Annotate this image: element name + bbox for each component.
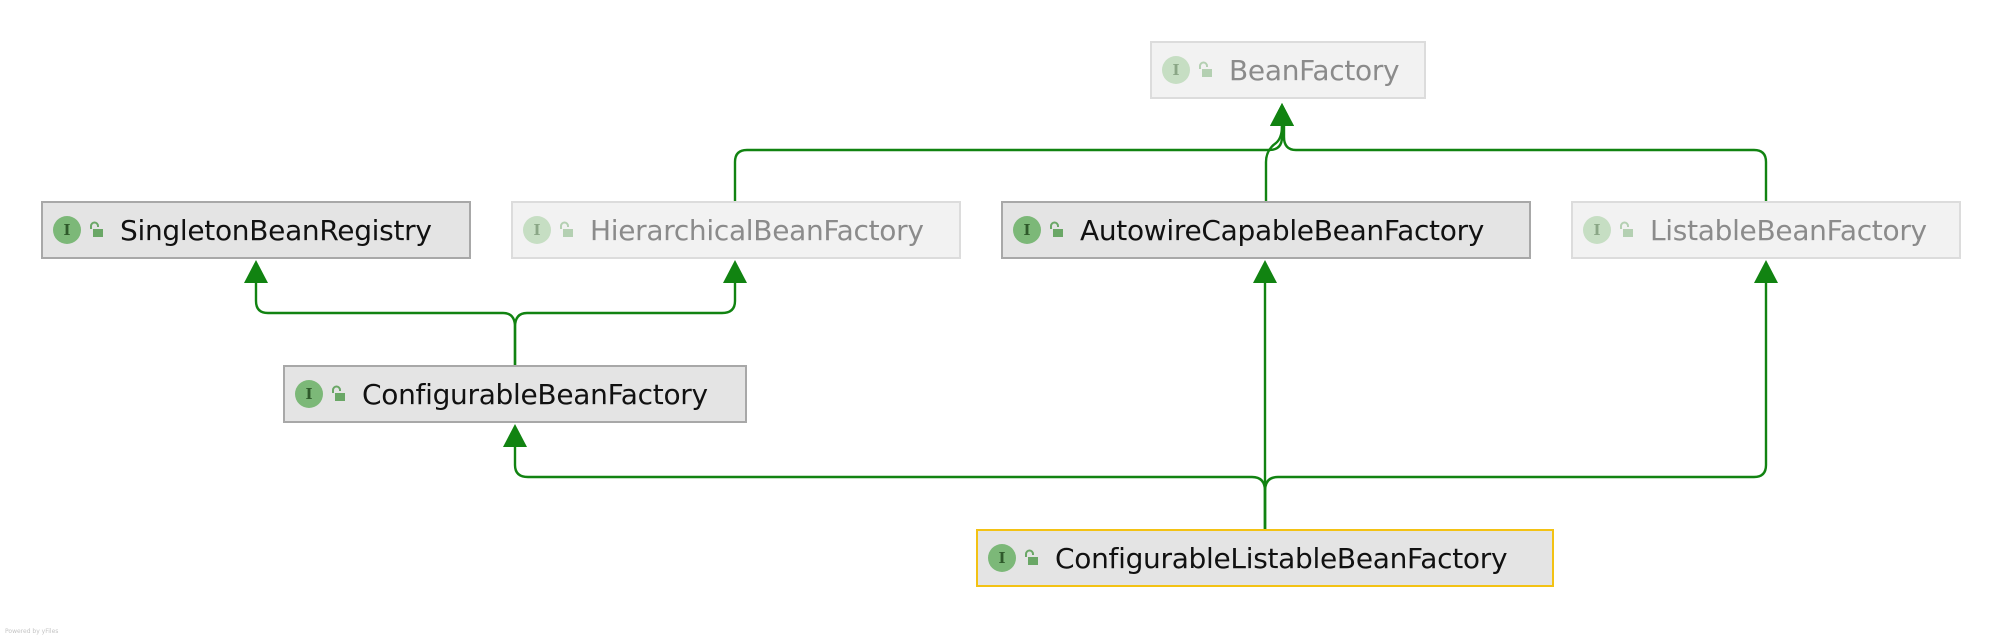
inheritance-line	[733, 126, 1284, 201]
watermark: Powered by yFiles	[5, 628, 59, 635]
unlocked-padlock-icon	[560, 221, 573, 237]
inheritance-arrowhead	[1253, 260, 1277, 283]
node-label: HierarchicalBeanFactory	[590, 213, 924, 247]
node-label: BeanFactory	[1229, 53, 1400, 87]
inheritance-arrowhead	[1270, 103, 1294, 126]
node-hierarchical-bean-factory[interactable]: I HierarchicalBeanFactory	[511, 201, 961, 259]
node-autowire-capable-bean-factory[interactable]: I AutowireCapableBeanFactory	[1001, 201, 1531, 259]
inheritance-line	[513, 282, 737, 365]
inheritance-line	[1282, 126, 1768, 201]
node-label: AutowireCapableBeanFactory	[1080, 213, 1485, 247]
inheritance-line	[254, 282, 517, 365]
node-label: ConfigurableBeanFactory	[362, 377, 708, 411]
node-singleton-bean-registry[interactable]: I SingletonBeanRegistry	[41, 201, 471, 259]
unlocked-padlock-icon	[90, 221, 103, 237]
inheritance-arrowhead	[244, 260, 268, 283]
unlocked-padlock-icon	[1620, 221, 1633, 237]
node-configurable-bean-factory[interactable]: I ConfigurableBeanFactory	[283, 365, 747, 423]
interface-badge-icon: I	[295, 380, 323, 408]
node-bean-factory[interactable]: I BeanFactory	[1150, 41, 1426, 99]
interface-badge-icon: I	[1162, 56, 1190, 84]
inheritance-line	[1264, 125, 1284, 201]
interface-badge-icon: I	[1013, 216, 1041, 244]
node-configurable-listable-bean-factory[interactable]: I ConfigurableListableBeanFactory	[976, 529, 1554, 587]
interface-badge-icon: I	[988, 544, 1016, 572]
interface-badge-icon: I	[1583, 216, 1611, 244]
unlocked-padlock-icon	[1199, 61, 1212, 77]
interface-badge-icon: I	[53, 216, 81, 244]
node-listable-bean-factory[interactable]: I ListableBeanFactory	[1571, 201, 1961, 259]
inheritance-line	[1263, 282, 1768, 529]
inheritance-line	[513, 446, 1267, 529]
inheritance-arrowhead	[503, 424, 527, 447]
node-label: ListableBeanFactory	[1650, 213, 1927, 247]
inheritance-arrowhead	[1754, 260, 1778, 283]
interface-badge-icon: I	[523, 216, 551, 244]
inheritance-arrowhead	[723, 260, 747, 283]
unlocked-padlock-icon	[332, 385, 345, 401]
unlocked-padlock-icon	[1025, 549, 1038, 565]
node-label: ConfigurableListableBeanFactory	[1055, 541, 1508, 575]
node-label: SingletonBeanRegistry	[120, 213, 432, 247]
unlocked-padlock-icon	[1050, 221, 1063, 237]
